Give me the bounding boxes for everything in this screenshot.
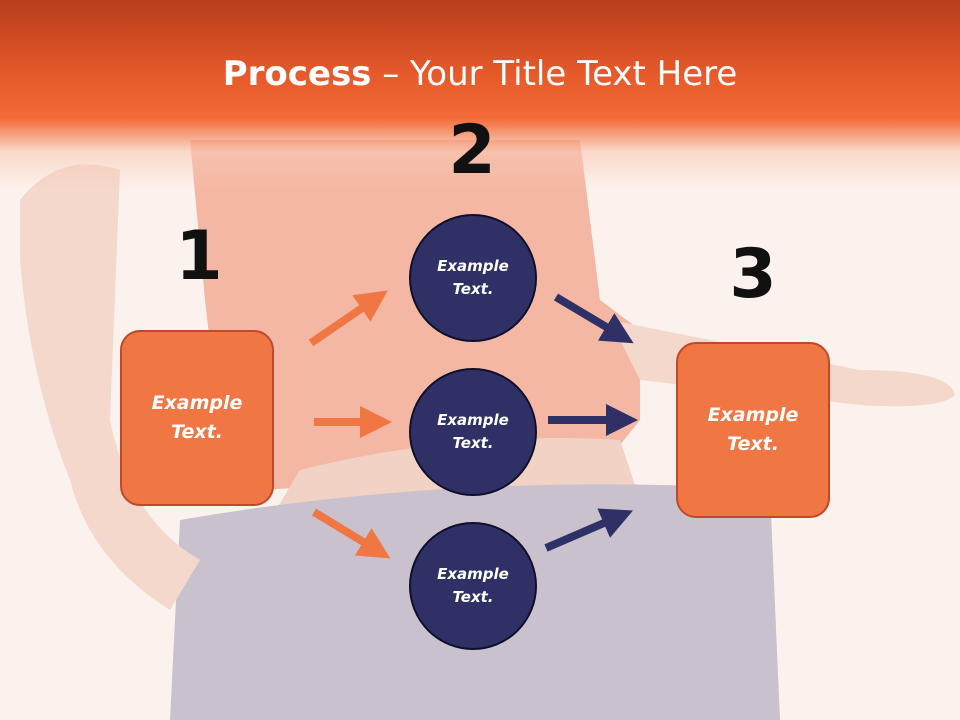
circle-bottom-line1: Example <box>437 565 509 583</box>
title-rest: – Your Title Text Here <box>371 54 738 94</box>
arrow-from-bottom-circle <box>544 508 634 552</box>
step-1-text-line1: Example <box>151 392 243 414</box>
step-3-text-line2: Text. <box>727 433 779 455</box>
arrow-to-top-circle <box>308 290 388 347</box>
step-number-3: 3 <box>729 235 777 314</box>
circle-middle-line1: Example <box>437 411 509 429</box>
circle-top-line2: Text. <box>452 280 494 298</box>
circle-bottom-line2: Text. <box>452 588 494 606</box>
step-1-text-line2: Text. <box>171 421 223 443</box>
circle-top-line1: Example <box>437 257 509 275</box>
arrow-to-bottom-circle <box>311 508 391 559</box>
circle-top: Example Text. <box>409 214 537 342</box>
header-band <box>0 0 960 190</box>
step-number-2: 2 <box>448 111 496 190</box>
step-3-box: Example Text. <box>676 342 830 518</box>
step-3-text-line1: Example <box>707 404 799 426</box>
circle-middle: Example Text. <box>409 368 537 496</box>
page-title: Process – Your Title Text Here <box>0 52 960 96</box>
step-1-box: Example Text. <box>120 330 274 506</box>
title-bold: Process <box>222 54 372 94</box>
step-number-1: 1 <box>175 217 223 296</box>
circle-middle-line2: Text. <box>452 434 494 452</box>
arrow-from-top-circle <box>553 293 634 344</box>
circle-bottom: Example Text. <box>409 522 537 650</box>
